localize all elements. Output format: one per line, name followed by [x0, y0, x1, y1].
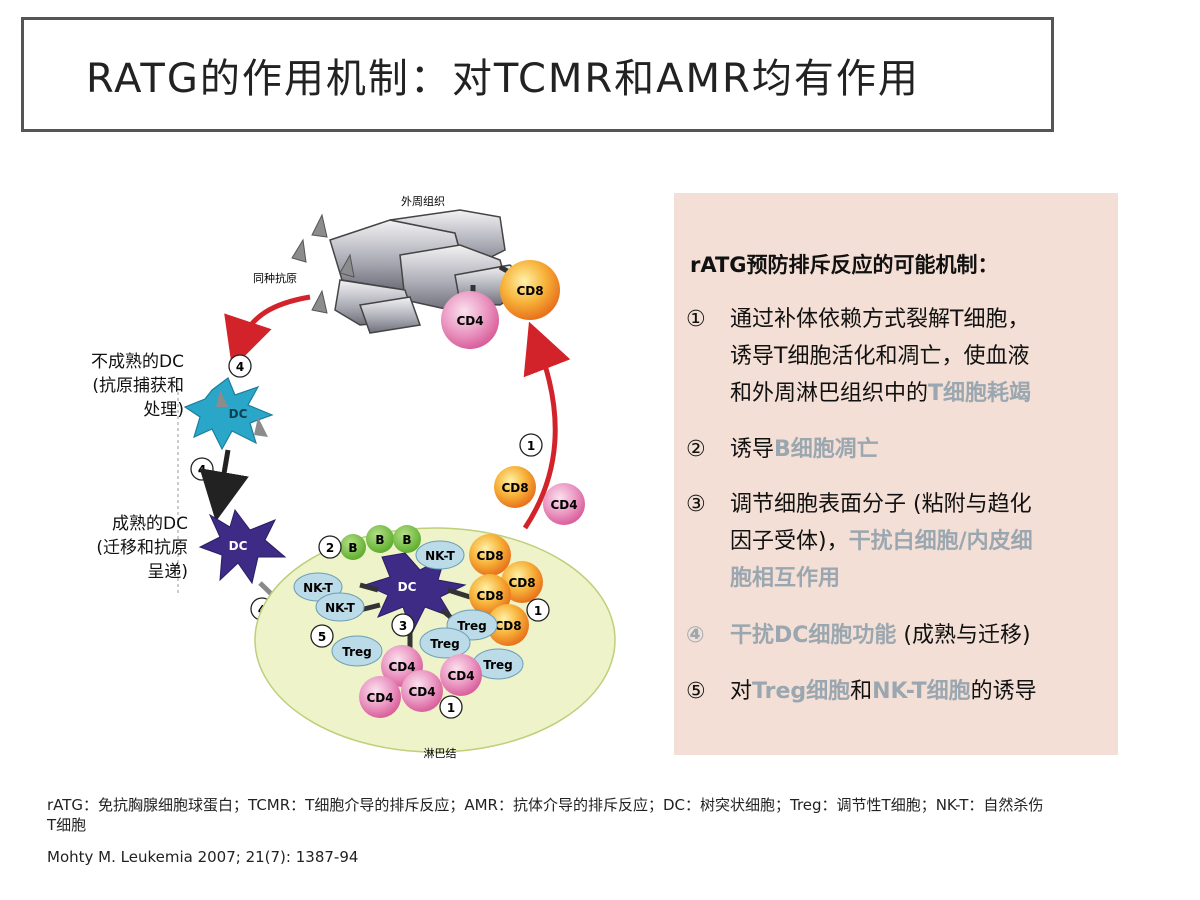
svg-text:CD8: CD8 — [476, 549, 503, 563]
svg-text:Treg: Treg — [342, 645, 372, 659]
mature-dc-label: 成熟的DC (迁移和抗原 呈递) — [96, 514, 188, 582]
svg-text:CD4: CD4 — [408, 685, 435, 699]
cd4-cluster: CD4 CD4 CD4 CD4 — [359, 645, 482, 718]
mechanism-item-1: ① 通过补体依赖方式裂解T细胞， 诱导T细胞活化和凋亡，使血液 和外周淋巴组织中… — [686, 307, 1032, 406]
svg-text:CD4: CD4 — [456, 314, 483, 328]
cd8-cell-migrating — [494, 466, 536, 508]
svg-text:1: 1 — [527, 439, 535, 453]
svg-text:CD4: CD4 — [550, 498, 577, 512]
nkt-cells: NK-T NK-T NK-T — [293, 540, 465, 622]
cd4-cell-migrating — [543, 483, 585, 525]
svg-text:B: B — [375, 533, 384, 547]
step-3-marker — [391, 613, 415, 637]
effector-migration-arrow — [522, 321, 571, 530]
svg-text:CD4: CD4 — [366, 691, 393, 705]
immature-dc-label: 不成熟的DC (抗原捕获和 处理) — [91, 352, 184, 420]
mechanism-panel: rATG预防排斥反应的可能机制： ① 通过补体依赖方式裂解T细胞， 诱导T细胞活… — [674, 193, 1118, 755]
svg-text:CD4: CD4 — [447, 669, 474, 683]
alloantigen-triangles — [291, 213, 355, 314]
cd4-cell-tissue — [441, 291, 499, 349]
mature-dc-cell — [198, 508, 287, 585]
svg-text:B: B — [348, 541, 357, 555]
svg-text:NK-T: NK-T — [303, 581, 334, 595]
svg-text:NK-T: NK-T — [425, 549, 456, 563]
svg-text:NK-T: NK-T — [325, 601, 356, 615]
step-1-marker — [519, 433, 543, 457]
mechanism-item-3: ③ 调节细胞表面分子 (粘附与趋化 因子受体)，干扰白细胞/内皮细 胞相互作用 — [686, 492, 1033, 591]
b-cells: B B B — [340, 525, 421, 560]
abbreviation-footnote: rATG：免抗胸腺细胞球蛋白；TCMR：T细胞介导的排斥反应；AMR：抗体介导的… — [47, 796, 1044, 834]
maturation-arrow — [199, 449, 249, 522]
mechanism-diagram: 外周组织 同种抗原 CD4 CD8 4 D — [60, 185, 620, 775]
peripheral-tissue — [329, 209, 532, 334]
svg-text:CD8: CD8 — [508, 576, 535, 590]
svg-text:4: 4 — [198, 463, 206, 477]
svg-text:4: 4 — [236, 360, 244, 374]
cd8-cell-tissue — [500, 260, 560, 320]
svg-text:3: 3 — [399, 619, 407, 633]
svg-text:CD8: CD8 — [494, 619, 521, 633]
svg-text:1: 1 — [447, 701, 455, 715]
svg-text:5: 5 — [318, 630, 326, 644]
cd8-cluster: CD8 CD8 CD8 CD8 — [469, 534, 543, 646]
citation: Mohty M. Leukemia 2007; 21(7): 1387-94 — [47, 848, 359, 866]
lymph-node-label: 淋巴结 — [424, 747, 457, 760]
svg-text:2: 2 — [326, 541, 334, 555]
step-4-marker — [228, 354, 252, 378]
tissue-label: 外周组织 — [401, 194, 445, 208]
svg-text:DC: DC — [229, 539, 248, 553]
treg-cells: Treg Treg Treg Treg — [331, 609, 524, 680]
step-2-marker — [318, 535, 342, 559]
svg-text:DC: DC — [229, 407, 248, 421]
title-box: RATG的作用机制：对TCMR和AMR均有作用 — [21, 17, 1054, 132]
svg-text:CD4: CD4 — [388, 660, 415, 674]
svg-text:1: 1 — [534, 604, 542, 618]
svg-text:Treg: Treg — [483, 658, 513, 672]
immature-dc-cell — [183, 377, 274, 451]
mechanism-item-4: ④ 干扰DC细胞功能 (成熟与迁移) — [686, 623, 1031, 648]
antigen-capture-arrow — [224, 294, 311, 369]
page-title: RATG的作用机制：对TCMR和AMR均有作用 — [86, 55, 920, 102]
svg-text:DC: DC — [398, 580, 417, 594]
antigen-label: 同种抗原 — [253, 271, 297, 285]
svg-text:CD8: CD8 — [516, 284, 543, 298]
step-5-marker — [310, 624, 334, 648]
svg-text:Treg: Treg — [430, 637, 460, 651]
mechanism-item-5: ⑤ 对Treg细胞和NK-T细胞的诱导 — [686, 679, 1037, 704]
svg-text:CD8: CD8 — [501, 481, 528, 495]
svg-text:B: B — [402, 533, 411, 547]
panel-heading: rATG预防排斥反应的可能机制： — [690, 253, 999, 277]
step-1-marker — [526, 598, 550, 622]
diagram-svg: 外周组织 同种抗原 CD4 CD8 4 D — [177, 194, 616, 760]
step-1-marker — [439, 695, 463, 719]
svg-text:Treg: Treg — [457, 619, 487, 633]
svg-text:CD8: CD8 — [476, 589, 503, 603]
mechanism-item-2: ② 诱导B细胞凋亡 — [686, 437, 879, 462]
